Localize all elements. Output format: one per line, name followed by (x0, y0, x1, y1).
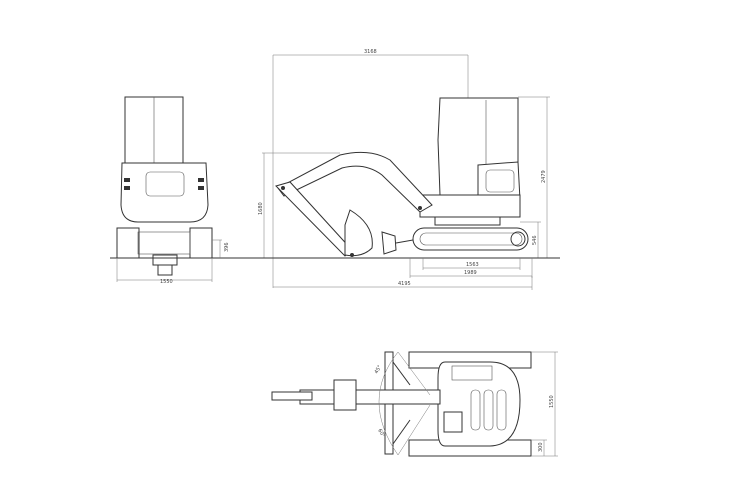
dim-max-dig-height: 1680 (258, 202, 264, 215)
top-boom (299, 389, 441, 405)
dim-front-ground-clearance: 396 (224, 242, 230, 252)
dim-front-track-width: 1550 (160, 279, 173, 285)
dim-overall-length: 4195 (398, 281, 411, 287)
side-blade (381, 231, 397, 255)
top-upper-structure (437, 361, 521, 447)
left-track (116, 227, 140, 259)
dim-blade-offset: 300 (538, 442, 544, 452)
dim-swing-right: 60° (376, 428, 386, 439)
dim-max-reach: 3168 (364, 49, 377, 55)
top-view: 45° 60° 1550 300 (271, 351, 558, 457)
side-upper-frame (419, 194, 521, 218)
side-arm (275, 181, 353, 257)
side-track (412, 227, 529, 251)
dim-swing-left: 45° (374, 364, 384, 375)
dim-overall-height: 2479 (541, 170, 547, 183)
dim-tumbler-distance: 1563 (466, 262, 479, 268)
right-track (189, 227, 213, 259)
side-bucket (344, 209, 373, 257)
dim-track-height: 546 (532, 235, 538, 245)
side-boom (277, 151, 433, 213)
front-body (120, 162, 209, 223)
front-view: 1550 396 (110, 96, 245, 285)
dim-track-length: 1989 (464, 270, 477, 276)
dim-top-width: 1550 (549, 395, 555, 408)
side-view: 3168 1680 2479 546 1563 1989 4195 (245, 49, 560, 290)
